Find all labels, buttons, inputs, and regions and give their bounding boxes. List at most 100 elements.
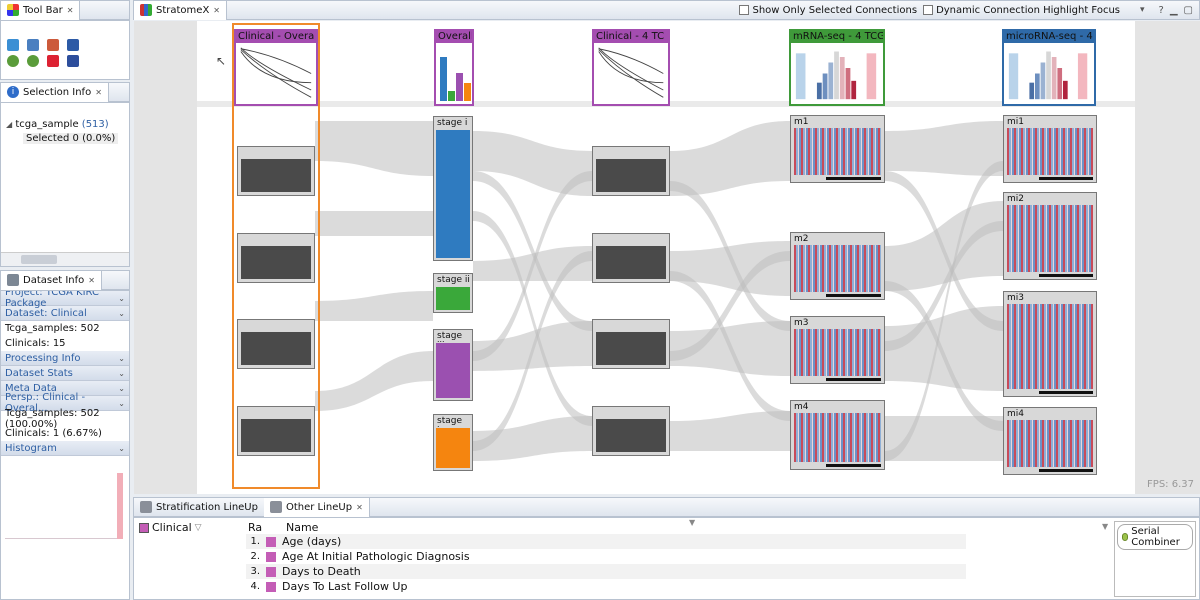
column-header-3[interactable]: Clinical - 4 TC <box>592 29 670 106</box>
save-icon[interactable] <box>67 39 79 51</box>
km-plot-brick[interactable] <box>592 406 670 456</box>
tab-stratification-lineup[interactable]: Stratification LineUp <box>134 498 264 517</box>
tab-other-lineup[interactable]: Other LineUp✕ <box>263 497 370 517</box>
dataset-section-header[interactable]: Processing Info⌄ <box>1 351 129 366</box>
km-plot-brick[interactable] <box>592 233 670 283</box>
mrna-heatmap-brick[interactable]: m3 <box>790 316 885 384</box>
connection-band[interactable] <box>670 241 790 296</box>
lineup-row[interactable]: 4.Days To Last Follow Up <box>246 579 966 594</box>
km-plot-brick[interactable] <box>237 319 315 369</box>
connection-band[interactable] <box>885 281 1003 431</box>
collapse-icon[interactable]: ⌄ <box>118 398 125 408</box>
km-plot-brick[interactable] <box>592 319 670 369</box>
stage-brick[interactable]: stage iii <box>433 329 473 401</box>
column-header-1[interactable]: Clinical - Overa <box>234 29 318 106</box>
mirna-heatmap-brick[interactable]: mi4 <box>1003 407 1097 475</box>
dataset-section-header[interactable]: Project: TCGA KIRC Package⌄ <box>1 291 129 309</box>
connection-band[interactable] <box>473 131 592 196</box>
scrollbar-thumb[interactable] <box>21 255 57 264</box>
column-header-4[interactable]: mRNA-seq - 4 TCGA <box>789 29 885 106</box>
connection-band[interactable] <box>670 251 790 361</box>
snapshot-icon[interactable] <box>67 55 79 67</box>
connection-band[interactable] <box>473 416 592 461</box>
tab-stratomex[interactable]: StratomeX✕ <box>134 0 227 20</box>
collapse-icon[interactable]: ⌄ <box>118 308 125 318</box>
dynamic-highlight-checkbox[interactable] <box>923 5 934 15</box>
cluster-icon[interactable] <box>27 39 39 51</box>
km-plot-brick[interactable] <box>237 233 315 283</box>
km-plot-brick[interactable] <box>237 146 315 196</box>
sample-tree-item[interactable]: ◢ tcga_sample (513) <box>6 119 109 130</box>
connection-band[interactable] <box>473 171 592 361</box>
column-header-2[interactable]: Overall <box>434 29 474 106</box>
mirna-heatmap-brick[interactable]: mi2 <box>1003 192 1097 280</box>
minimize-icon[interactable]: ▁ <box>1169 4 1178 16</box>
close-icon[interactable]: ✕ <box>213 5 220 15</box>
filter-icon[interactable]: ▽ <box>194 522 202 533</box>
mrna-heatmap-brick[interactable]: m1 <box>790 115 885 183</box>
collapse-icon[interactable]: ⌄ <box>118 353 125 363</box>
dataset-section-header[interactable]: Histogram⌄ <box>1 441 129 456</box>
dynamic-highlight-toggle[interactable]: Dynamic Connection Highlight Focus <box>923 5 1120 16</box>
close-icon[interactable]: ✕ <box>88 275 95 285</box>
help-icon[interactable]: ? <box>1158 4 1164 16</box>
close-icon[interactable]: ✕ <box>356 502 363 512</box>
mrna-heatmap-brick[interactable]: m4 <box>790 400 885 470</box>
tab-toolbar[interactable]: Tool Bar✕ <box>1 0 81 20</box>
clinical-group[interactable]: Clinical ▽ <box>139 521 202 534</box>
connection-band[interactable] <box>315 351 433 411</box>
connection-band[interactable] <box>473 211 592 426</box>
clear-selection-icon[interactable] <box>47 55 59 67</box>
close-icon[interactable]: ✕ <box>95 87 102 97</box>
tab-selection-info[interactable]: i Selection Info✕ <box>1 82 109 102</box>
horizontal-scrollbar[interactable] <box>1 252 129 266</box>
connection-band[interactable] <box>315 211 433 236</box>
km-plot-brick[interactable] <box>592 146 670 196</box>
connection-band[interactable] <box>670 181 790 331</box>
name-header[interactable]: Name <box>286 521 319 534</box>
km-plot-brick[interactable] <box>237 406 315 456</box>
dataset-section-header[interactable]: Persp.: Clinical - Overal...⌄ <box>1 392 129 414</box>
close-icon[interactable]: ✕ <box>66 5 74 15</box>
transform-icon[interactable] <box>47 39 59 51</box>
dataset-section-header[interactable]: Meta Data⌄ <box>1 381 129 396</box>
connection-band[interactable] <box>670 121 790 196</box>
collapse-icon[interactable]: ⌄ <box>118 293 125 303</box>
mrna-heatmap-brick[interactable]: m2 <box>790 232 885 300</box>
lineup-row[interactable]: 1.Age (days) <box>246 534 966 549</box>
tab-dataset-info[interactable]: Dataset Info✕ <box>1 270 102 290</box>
stage-brick[interactable]: stage ii <box>433 273 473 313</box>
mirna-heatmap-brick[interactable]: mi3 <box>1003 291 1097 397</box>
connection-band[interactable] <box>885 306 1003 391</box>
show-selected-toggle[interactable]: Show Only Selected Connections <box>739 5 917 16</box>
serial-combiner[interactable]: Serial Combiner <box>1117 524 1193 550</box>
mirna-heatmap-brick[interactable]: mi1 <box>1003 115 1097 183</box>
connection-band[interactable] <box>885 171 1003 331</box>
dataset-section-header[interactable]: Dataset Stats⌄ <box>1 366 129 381</box>
dataset-section-header[interactable]: Dataset: Clinical⌄ <box>1 306 129 321</box>
stage-brick[interactable]: stage i <box>433 116 473 261</box>
column-header-5[interactable]: microRNA-seq - 4 TC <box>1002 29 1096 106</box>
expand-icon[interactable]: ◢ <box>6 120 13 129</box>
lineup-row[interactable]: 3.Days to Death <box>246 564 966 579</box>
connection-band[interactable] <box>315 291 433 321</box>
stage-brick[interactable]: stage iv <box>433 414 473 471</box>
connection-band[interactable] <box>670 411 790 451</box>
connection-band[interactable] <box>670 271 790 421</box>
collapse-icon[interactable]: ⌄ <box>118 368 125 378</box>
show-selected-checkbox[interactable] <box>739 5 750 15</box>
connection-band[interactable] <box>473 171 592 331</box>
menu-icon[interactable]: ▾ <box>1140 5 1145 15</box>
maximize-icon[interactable]: ▢ <box>1183 4 1193 16</box>
rank-header[interactable]: Ra <box>248 521 263 534</box>
sort-icon[interactable]: ▼ <box>689 518 696 527</box>
collapse-icon[interactable]: ⌄ <box>118 443 125 453</box>
connection-band[interactable] <box>885 121 1003 176</box>
zoom-in-icon[interactable] <box>7 55 19 67</box>
connection-band[interactable] <box>315 121 433 176</box>
collapse-icon[interactable]: ⌄ <box>118 383 125 393</box>
lineup-row[interactable]: 2.Age At Initial Pathologic Diagnosis <box>246 549 966 564</box>
dropdown-icon[interactable]: ▼ <box>1102 522 1109 531</box>
zoom-out-icon[interactable] <box>27 55 39 67</box>
connection-band[interactable] <box>885 221 1003 351</box>
